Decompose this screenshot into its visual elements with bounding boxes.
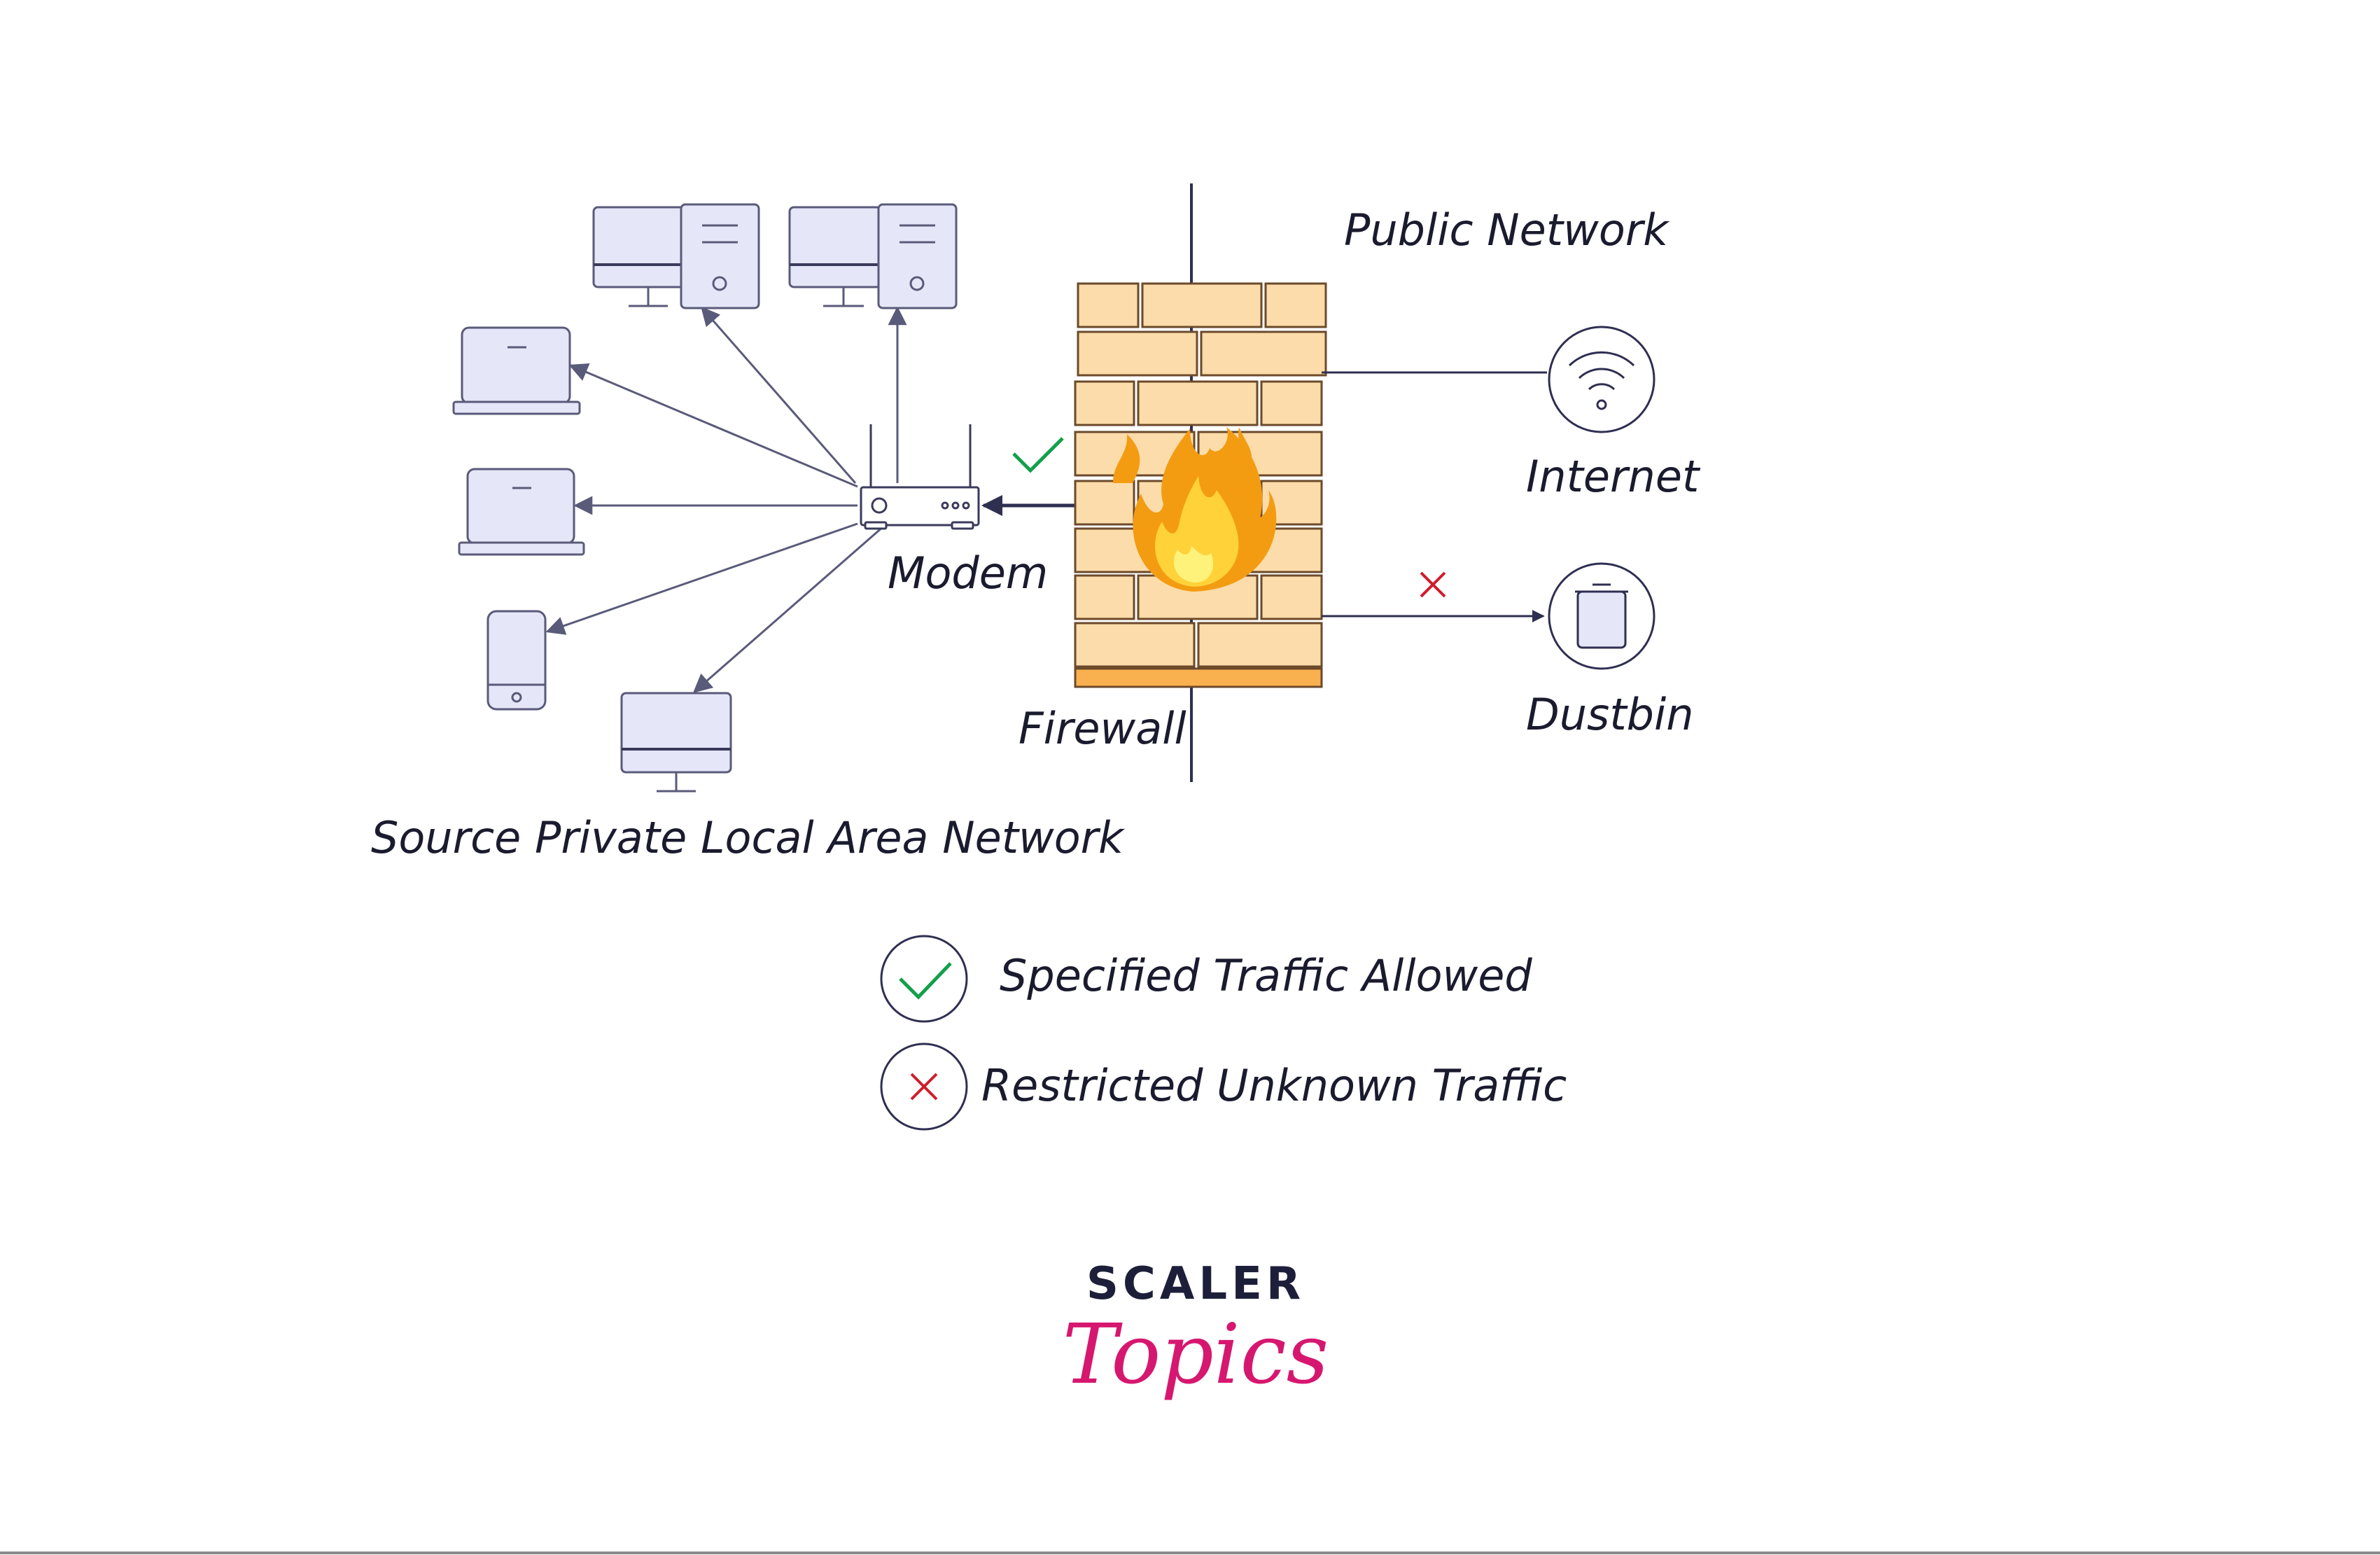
monitor-icon — [620, 692, 732, 793]
scaler-topics-logo: SCALER Topics — [1063, 1258, 1329, 1402]
logo-wordmark: SCALER — [1086, 1258, 1305, 1310]
lan-connections — [545, 306, 907, 693]
check-icon — [1012, 437, 1064, 473]
internet-label: Internet — [1526, 451, 1701, 502]
firewall-label: Firewall — [1018, 703, 1186, 754]
laptop-icon — [452, 326, 581, 415]
wifi-icon — [1548, 326, 1656, 433]
legend-item-restricted: Restricted Unknown Traffic — [880, 1043, 1567, 1131]
legend-item-allowed: Specified Traffic Allowed — [880, 935, 1532, 1023]
cross-icon — [1420, 571, 1446, 598]
smartphone-icon — [486, 610, 547, 711]
legend-label: Specified Traffic Allowed — [1000, 950, 1532, 1001]
legend: Specified Traffic Allowed Restricted Unk… — [880, 935, 1567, 1131]
logo-subtitle: Topics — [1063, 1306, 1329, 1402]
fire-icon — [1113, 427, 1277, 592]
source-network-label: Source Private Local Area Network — [371, 812, 1125, 863]
modem-label: Modem — [888, 548, 1048, 599]
laptop-icon — [458, 468, 585, 556]
dustbin-icon — [1548, 562, 1656, 670]
modem-icon — [860, 424, 980, 530]
dustbin-label: Dustbin — [1526, 689, 1694, 740]
legend-label: Restricted Unknown Traffic — [981, 1060, 1567, 1111]
desktop-computer-icon — [788, 203, 958, 309]
check-icon — [880, 935, 968, 1023]
public-network-label: Public Network — [1344, 204, 1670, 256]
desktop-computer-icon — [592, 203, 760, 309]
